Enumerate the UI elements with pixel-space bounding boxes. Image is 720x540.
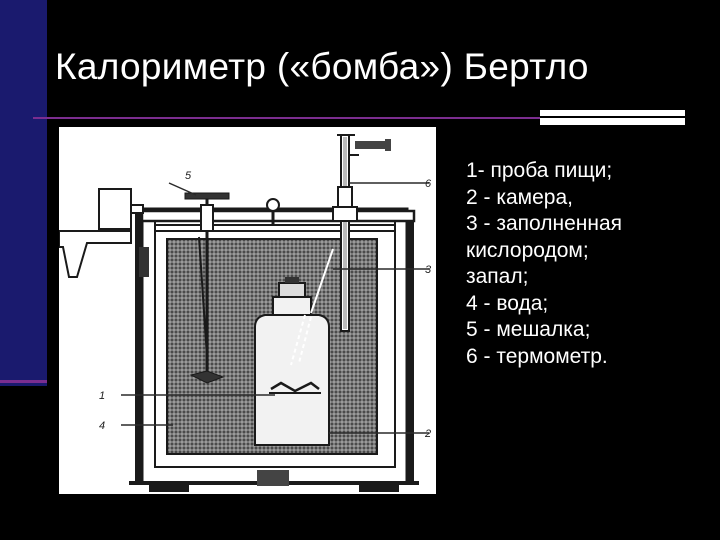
legend-item: кислородом;	[466, 238, 589, 262]
calorimeter-diagram: 1 2 3 4 5 6	[59, 127, 436, 494]
callout-label-1: 1	[99, 390, 105, 402]
stirrer	[184, 192, 230, 384]
legend-item: 3 - заполненная	[466, 212, 623, 235]
legend-item: 2 - камера,	[466, 185, 573, 209]
legend-list: 1- проба пищи; 2 - камера, 3 - заполненн…	[466, 158, 622, 370]
sidebar-accent-line	[0, 380, 47, 383]
slide-title: Калориметр («бомба») Бертло	[55, 46, 589, 87]
legend-item: 4 - вода;	[466, 291, 549, 315]
side-handle	[59, 188, 149, 278]
callout-label-3: 3	[425, 264, 432, 276]
legend-item: 6 - термометр.	[466, 344, 608, 368]
callout-labels: 1 2 3 4 5 6	[99, 170, 432, 440]
callout-label-6: 6	[425, 178, 432, 190]
lid-frame	[140, 209, 416, 232]
sidebar-accent	[0, 0, 47, 386]
bomb-chamber	[254, 277, 330, 446]
legend-item: 1- проба пищи;	[466, 159, 613, 182]
ignition-wires	[290, 248, 334, 366]
lid-valve	[266, 198, 280, 225]
thermometer	[332, 134, 391, 332]
callout-label-5: 5	[185, 170, 192, 182]
legend-item: 5 - мешалка;	[466, 318, 591, 341]
legend-item: запал;	[466, 265, 529, 288]
title-divider	[33, 117, 685, 119]
title-accent-block	[540, 110, 685, 125]
callout-label-4: 4	[99, 420, 105, 432]
callout-lines	[121, 182, 429, 434]
callout-label-2: 2	[424, 428, 431, 440]
